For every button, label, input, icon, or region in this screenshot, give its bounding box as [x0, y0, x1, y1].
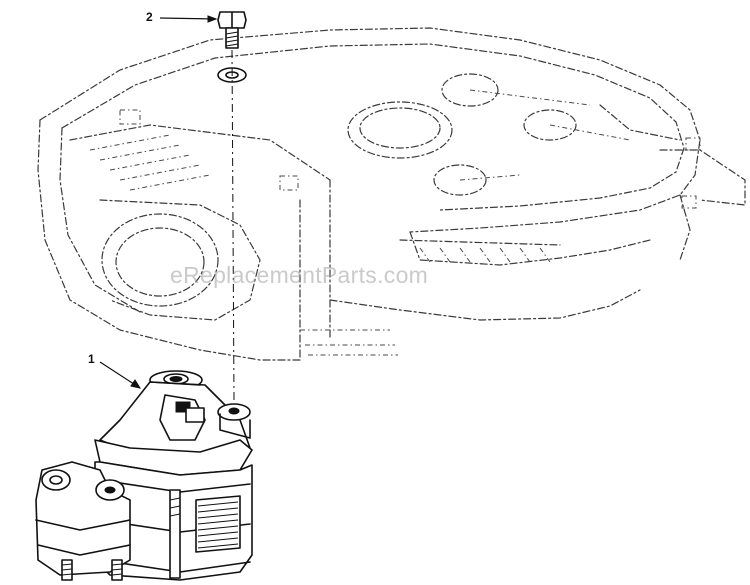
- hatch-lines: [197, 501, 239, 549]
- callout-number-1: 1: [88, 352, 95, 366]
- bolt-part-2: [217, 11, 247, 49]
- watermark-text: eReplacementParts.com: [170, 262, 429, 288]
- assembly-center-line: [231, 49, 235, 401]
- callout-number-2: 2: [146, 10, 153, 24]
- leader-arrow-2: [207, 15, 218, 23]
- engine-block-phantom: [37, 27, 746, 361]
- leader-line-2: [159, 17, 217, 20]
- starter-motor-part-1: [35, 370, 253, 581]
- leader-arrow-1: [130, 379, 142, 389]
